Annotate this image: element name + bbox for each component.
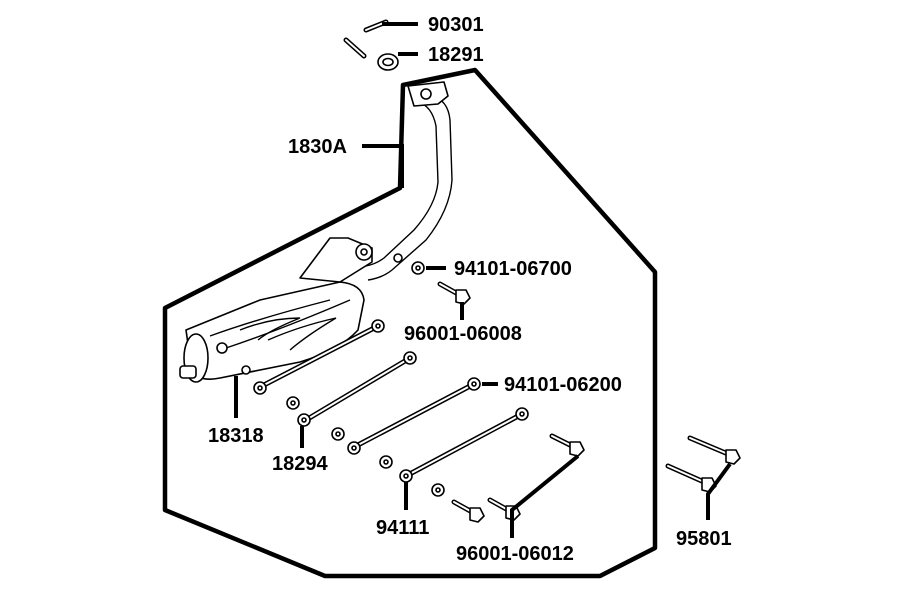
label-94101-06700: 94101-06700 <box>454 258 572 280</box>
leader-lines <box>234 22 732 538</box>
exhaust-pipe-1830A <box>365 81 453 281</box>
muffler-body <box>179 237 373 383</box>
label-18294: 18294 <box>272 453 328 475</box>
washers <box>253 261 529 497</box>
label-95801: 95801 <box>676 528 732 550</box>
assembly-outline <box>162 67 658 579</box>
label-90301: 90301 <box>428 14 484 36</box>
bracket-bolts-96001-06012 <box>451 433 585 523</box>
label-94101-06200: 94101-06200 <box>504 374 622 396</box>
label-96001-06008: 96001-06008 <box>404 323 522 345</box>
label-96001-06012: 96001-06012 <box>456 543 574 565</box>
label-18318: 18318 <box>208 425 264 447</box>
label-18291: 18291 <box>428 44 484 66</box>
bolts-95801 <box>665 435 741 493</box>
long-bolts <box>259 323 525 479</box>
flange-bolt-96001-06008 <box>437 281 471 305</box>
label-94111: 94111 <box>376 517 429 539</box>
stud-bolts-90301 <box>343 19 389 59</box>
label-1830A: 1830A <box>288 136 347 158</box>
